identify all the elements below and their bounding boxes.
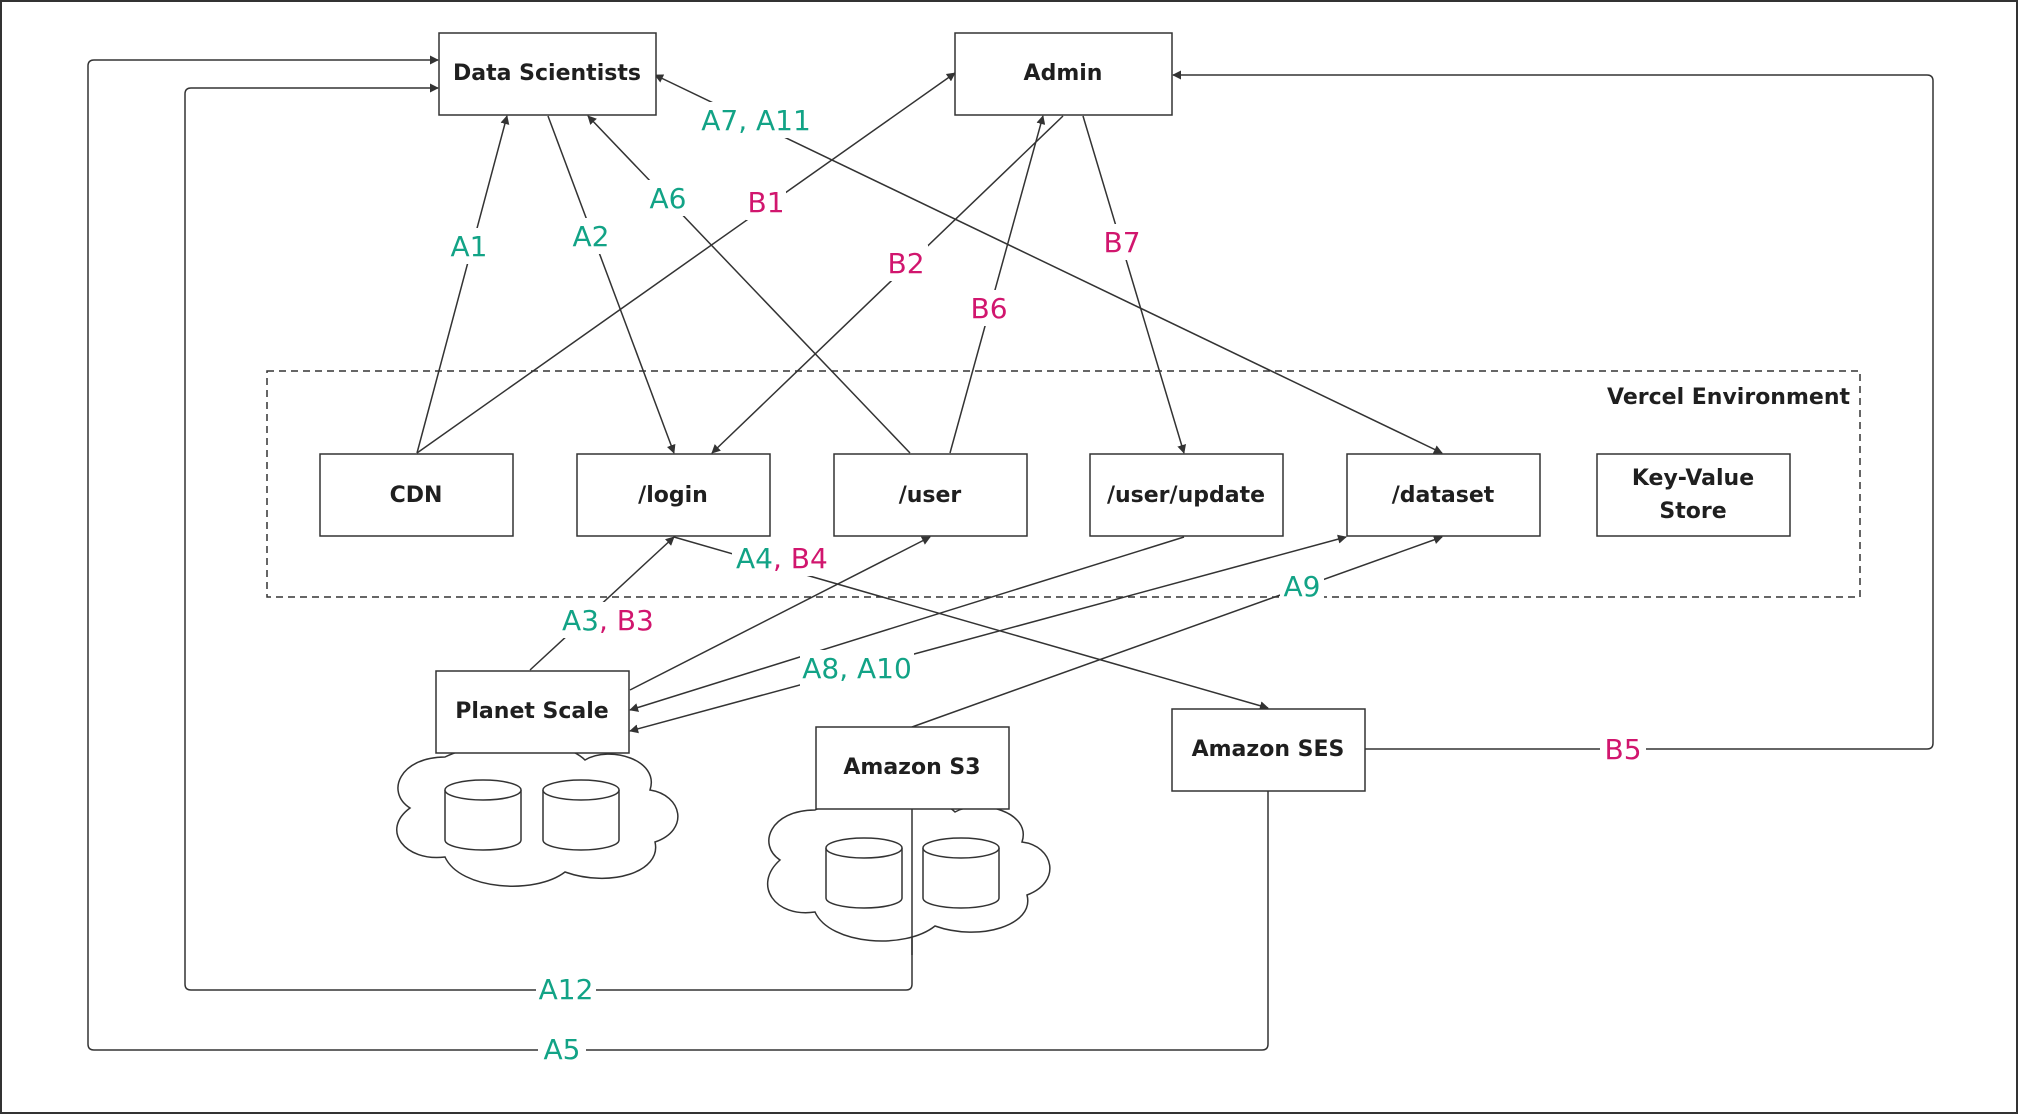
node-amazon-ses-label: Amazon SES [1192,737,1345,762]
edge-labels: A1 A2 A6 A7, A11 B1 B2 B6 B7 A4, B4 A3, … [448,102,1646,1067]
edge-label-a8-a10: A8, A10 [802,652,912,685]
node-key-value-store-label-line2: Store [1659,499,1726,524]
node-data-scientists-label: Data Scientists [453,61,641,86]
node-dataset: /dataset [1346,453,1541,537]
edge-label-b2: B2 [887,247,924,280]
node-key-value-store: Key-Value Store [1596,453,1791,537]
planet-scale-storage-cloud [396,742,679,887]
node-user-update: /user/update [1089,453,1284,537]
database-icon [444,779,522,851]
edge-label-a3-b3: A3, B3 [562,604,654,637]
edge-b7 [1082,115,1186,454]
node-amazon-s3: Amazon S3 [815,726,1010,810]
edge-b6 [949,115,1046,454]
edge-b5 [1172,70,1934,750]
edge-label-a6: A6 [650,182,687,215]
edge-label-a3: A3 [562,604,599,637]
node-cdn: CDN [319,453,514,537]
node-amazon-ses: Amazon SES [1171,708,1366,792]
database-icon [542,779,620,851]
vercel-environment-label: Vercel Environment [1607,385,1850,410]
edge-label-a4: A4 [736,542,773,575]
edge-b1 [416,72,956,454]
edge-label-a7-a11: A7, A11 [701,104,811,137]
edge-label-a9: A9 [1284,570,1321,603]
node-login: /login [576,453,771,537]
edge-b2 [711,115,1064,454]
node-login-label: /login [638,483,708,508]
database-icon [922,837,1000,909]
edge-label-a5: A5 [544,1033,581,1066]
edge-a2 [547,115,676,454]
node-planet-scale: Planet Scale [435,670,630,754]
edge-a8-a10 [629,534,1347,734]
edge-label-b1: B1 [747,186,784,219]
node-admin-label: Admin [1024,61,1103,86]
edge-a1 [416,115,510,454]
node-user-label: /user [899,483,962,508]
node-cdn-label: CDN [390,483,443,508]
edge-label-a1: A1 [451,230,488,263]
edge-label-b6: B6 [970,292,1007,325]
node-dataset-label: /dataset [1392,483,1495,508]
edge-label-a4-b4: A4, B4 [736,542,828,575]
amazon-s3-storage-cloud [767,794,1051,955]
edge-label-b7: B7 [1103,226,1140,259]
edge-label-b3: , B3 [599,604,654,637]
node-user-update-label: /user/update [1107,483,1265,508]
edge-label-a12: A12 [539,973,594,1006]
node-key-value-store-label-line1: Key-Value [1632,466,1754,491]
node-user: /user [833,453,1028,537]
edge-a12 [184,83,913,991]
node-planet-scale-label: Planet Scale [455,699,608,724]
edge-label-a2: A2 [573,220,610,253]
edge-a5 [87,55,1269,1051]
edge-label-b5: B5 [1604,733,1641,766]
edge-a9 [911,535,1443,728]
node-data-scientists: Data Scientists [438,32,657,116]
node-amazon-s3-label: Amazon S3 [843,755,980,780]
edge-label-b4: , B4 [773,542,828,575]
node-admin: Admin [954,32,1173,116]
database-icon [825,837,903,909]
